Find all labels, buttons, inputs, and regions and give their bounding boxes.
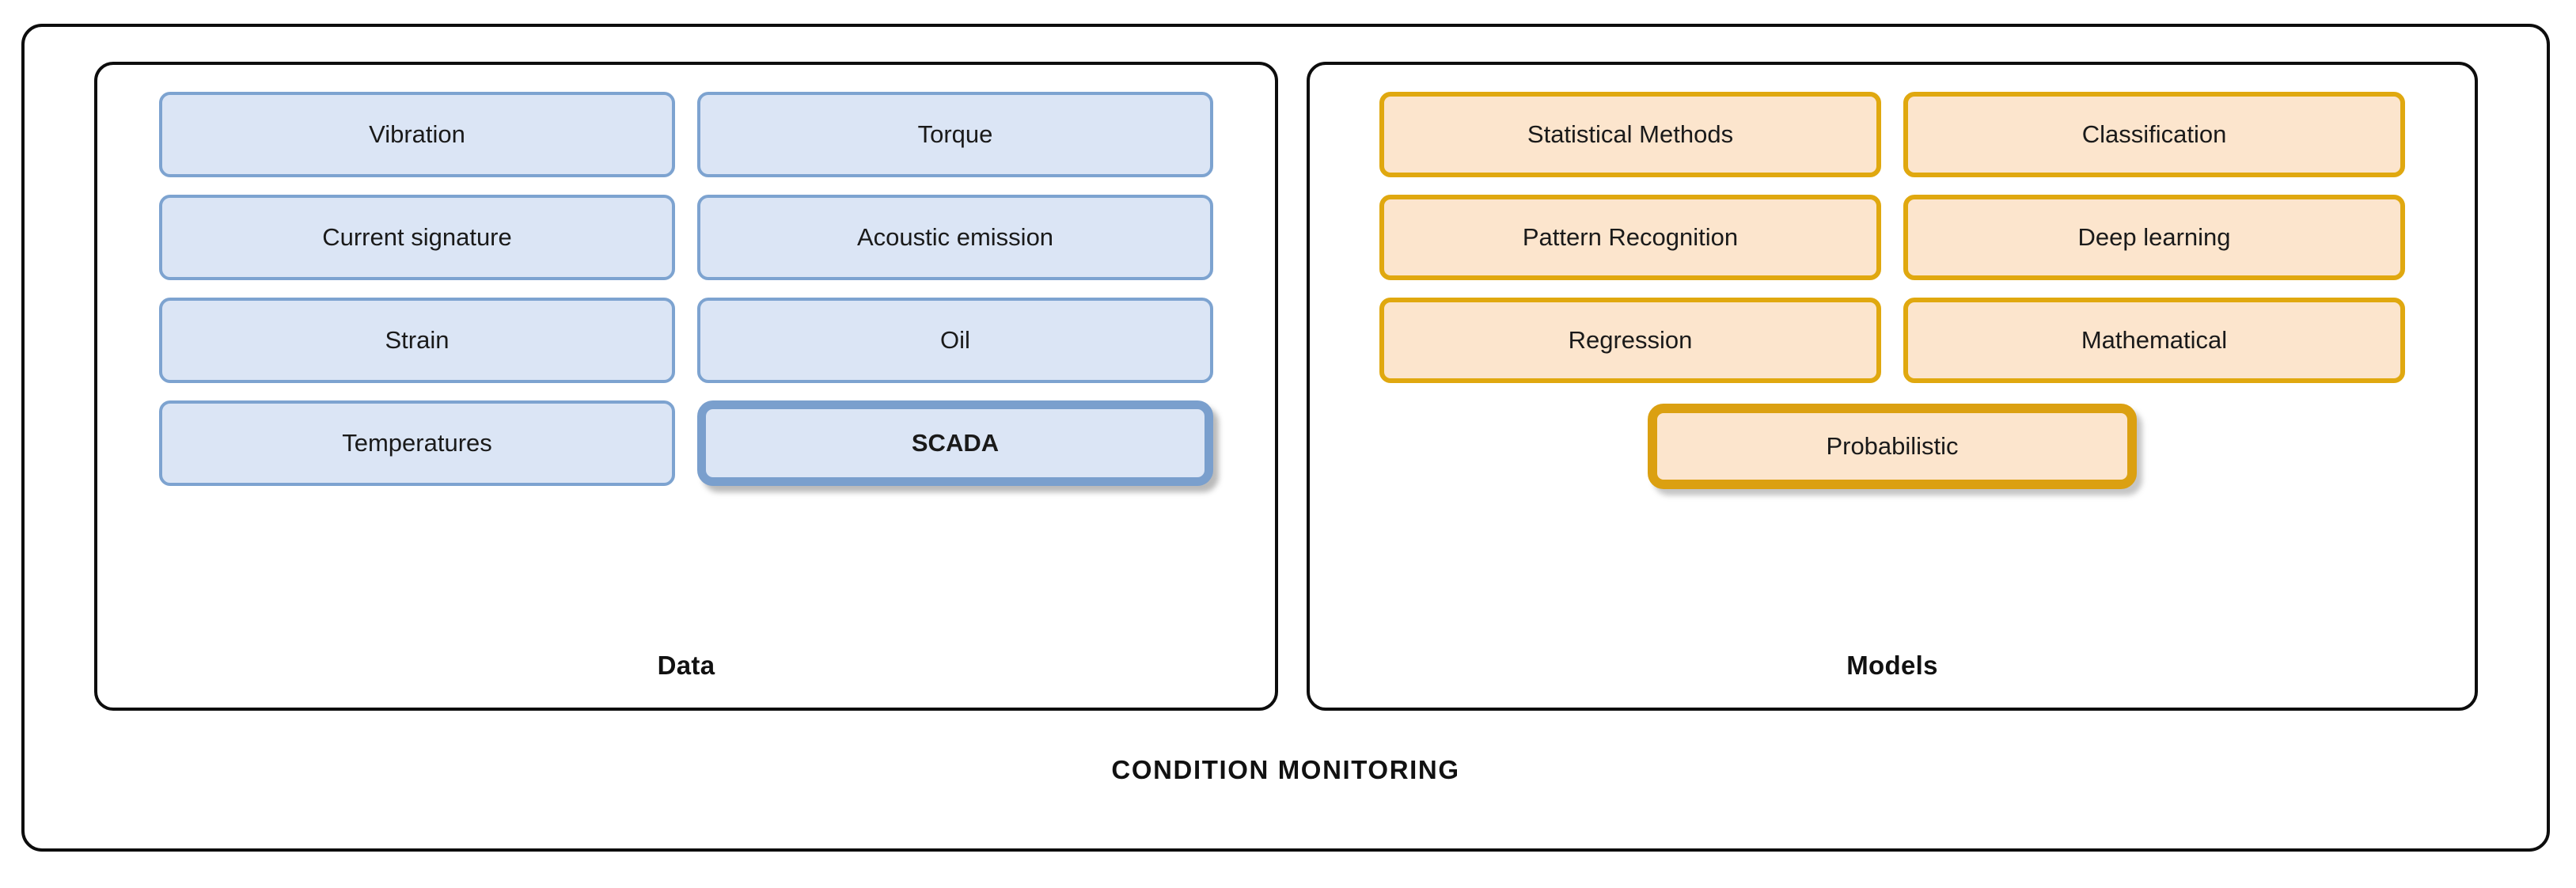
models-featured-row: Probabilistic [1310,404,2475,489]
condition-monitoring-title: CONDITION MONITORING [1111,755,1460,784]
data-node-vibration[interactable]: Vibration [159,92,675,177]
models-node-statistical-methods[interactable]: Statistical Methods [1379,92,1881,177]
models-node-mathematical[interactable]: Mathematical [1903,298,2405,383]
data-node-acoustic-emission[interactable]: Acoustic emission [697,195,1213,280]
data-node-strain[interactable]: Strain [159,298,675,383]
models-node-deep-learning[interactable]: Deep learning [1903,195,2405,280]
data-node-torque[interactable]: Torque [697,92,1213,177]
models-node-regression[interactable]: Regression [1379,298,1881,383]
panel-models-label: Models [1846,651,1938,680]
models-node-probabilistic[interactable]: Probabilistic [1648,404,2137,489]
data-node-temperatures[interactable]: Temperatures [159,400,675,486]
models-node-pattern-recognition[interactable]: Pattern Recognition [1379,195,1881,280]
data-node-oil[interactable]: Oil [697,298,1213,383]
panel-data-label: Data [657,651,715,680]
data-node-scada[interactable]: SCADA [697,400,1213,486]
data-node-current-signature[interactable]: Current signature [159,195,675,280]
models-node-classification[interactable]: Classification [1903,92,2405,177]
